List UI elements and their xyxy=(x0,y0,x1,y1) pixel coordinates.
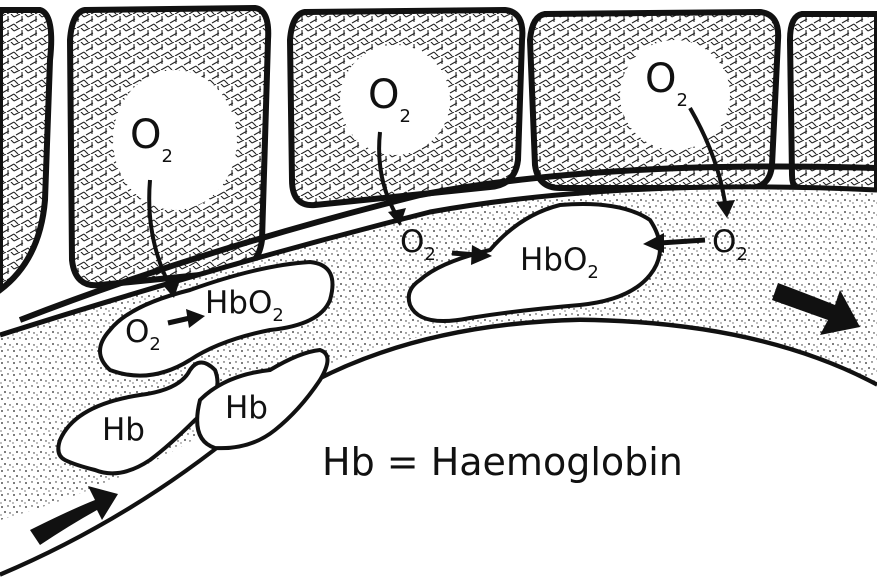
hb-label-2: Hb xyxy=(225,390,268,426)
tissue-cell-edge-left xyxy=(0,10,51,290)
hb-label-1: Hb xyxy=(102,412,145,448)
haemoglobin-key: Hb = Haemoglobin xyxy=(322,440,683,484)
hbo2-left-label: HbO2 xyxy=(205,285,284,326)
hbo2-mid-label: HbO2 xyxy=(520,242,599,283)
